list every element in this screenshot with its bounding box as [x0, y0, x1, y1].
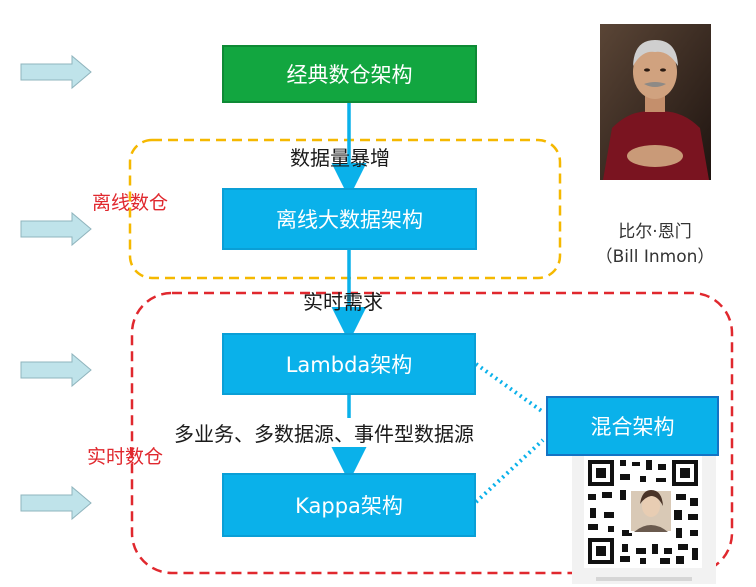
multi-source-label: 多业务、多数据源、事件型数据源: [172, 418, 476, 447]
offline-bigdata-label: 离线大数据架构: [276, 208, 423, 232]
lambda-box: Lambda架构: [222, 333, 476, 395]
person-name-en: （Bill Inmon）: [595, 247, 715, 267]
connector-kappa-hybrid: [474, 438, 545, 504]
classic-warehouse-label: 经典数仓架构: [286, 63, 413, 87]
hybrid-box: 混合架构: [546, 396, 719, 456]
hybrid-label: 混合架构: [590, 415, 675, 439]
realtime-group-border: [130, 291, 734, 575]
realtime-demand-label: 实时需求: [303, 290, 383, 314]
realtime-warehouse-label: 实时数仓: [87, 446, 164, 468]
kappa-label: Kappa架构: [295, 494, 403, 518]
data-surge-label: 数据量暴增: [290, 146, 390, 170]
classic-warehouse-box: 经典数仓架构: [222, 45, 477, 103]
connector-lambda-hybrid: [474, 362, 545, 414]
offline-bigdata-box: 离线大数据架构: [222, 188, 477, 250]
side-arrow-icon: [20, 54, 92, 90]
side-arrow-icon: [20, 485, 92, 521]
side-arrow-icon: [20, 211, 92, 247]
kappa-box: Kappa架构: [222, 473, 476, 537]
offline-group-border: [128, 138, 562, 280]
offline-warehouse-label: 离线数仓: [92, 192, 169, 214]
person-name-cn: 比尔·恩门: [618, 222, 692, 242]
side-arrow-icon: [20, 352, 92, 388]
qr-code-image: [572, 450, 716, 584]
lambda-label: Lambda架构: [285, 353, 413, 377]
portrait-photo: [600, 24, 711, 180]
